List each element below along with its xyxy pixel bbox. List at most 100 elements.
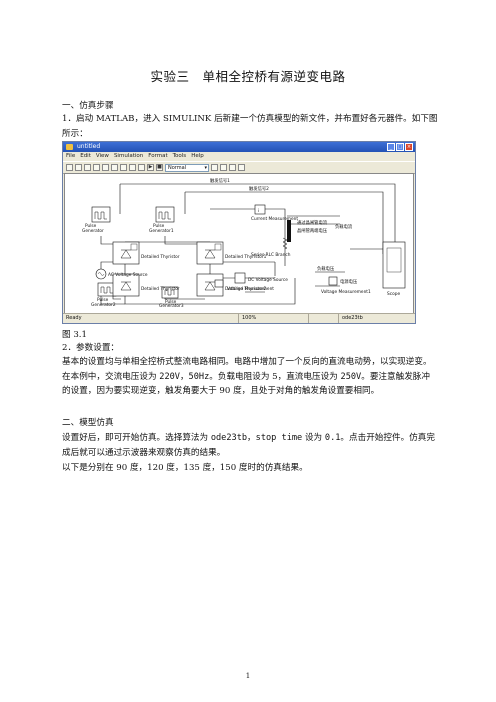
minimize-icon[interactable]: _	[387, 143, 395, 151]
thyristor-tl-block[interactable]: Detailed Thyristor	[112, 241, 180, 265]
para1-ac-value: 220V，50Hz	[159, 371, 210, 382]
simulink-icon	[66, 144, 73, 150]
simulation-paragraph: 设置好后，即可开始仿真。选择算法为 ode23tb，stop time 设为 0…	[62, 431, 438, 460]
pulse0-label-2: Generator	[82, 228, 104, 234]
rlc-label: Series RLC Branch	[251, 252, 291, 258]
thy-bl-label: Detailed Thyristor	[141, 286, 180, 292]
dc-label: DC Voltage Source	[248, 277, 288, 283]
open-icon[interactable]	[75, 164, 82, 171]
pulse3-label-1: Pulse	[165, 299, 177, 305]
status-ready: Ready	[63, 314, 239, 323]
cut-icon[interactable]	[102, 164, 109, 171]
trigger-signal2-label: 触发信号2	[249, 185, 269, 192]
load-voltage-label: 负载电压	[317, 265, 335, 272]
new-icon[interactable]	[66, 164, 73, 171]
menu-help[interactable]: Help	[191, 153, 204, 159]
thyristor-br-block[interactable]: Detailed Thyristor2	[196, 273, 267, 297]
maximize-icon[interactable]: □	[396, 143, 404, 151]
para2-text-a: 设置好后，即可开始仿真。选择算法为	[62, 433, 211, 443]
step1-text: 1．启动 MATLAB，进入 SIMULINK 后新建一个仿真模型的新文件，并布…	[62, 114, 438, 139]
para1-dc-value: 250V	[340, 371, 362, 382]
pulse2-label-2: Generator2	[91, 302, 116, 308]
circuit-diagram: Pulse Generator Pulse Generator1 Pulse G…	[82, 177, 406, 309]
close-icon[interactable]: ×	[405, 143, 413, 151]
scope-block[interactable]: Scope	[382, 241, 406, 297]
section-heading-1: 一、仿真步骤	[62, 101, 114, 111]
paste-icon[interactable]	[120, 164, 127, 171]
step2-heading: 2．参数设置：	[62, 343, 120, 353]
thyristor-tr-block[interactable]: Detailed Thyristor1	[196, 241, 267, 265]
model-canvas[interactable]: Pulse Generator Pulse Generator1 Pulse G…	[64, 173, 414, 314]
copy-icon[interactable]	[111, 164, 118, 171]
section-heading-2: 二、模型仿真	[62, 418, 114, 428]
undo-icon[interactable]	[129, 164, 136, 171]
explorer-icon[interactable]	[229, 164, 236, 171]
para2-solver: ode23tb	[210, 433, 248, 443]
window-title: untitled	[77, 143, 101, 150]
menu-edit[interactable]: Edit	[80, 153, 91, 159]
debug-icon[interactable]	[238, 164, 245, 171]
menu-view[interactable]: View	[95, 153, 109, 159]
thyristor-bl-block[interactable]: Detailed Thyristor	[112, 273, 180, 297]
pulse2-label-1: Pulse	[97, 297, 109, 303]
mux2-label: 负载电流	[335, 223, 353, 230]
menu-simulation[interactable]: Simulation	[113, 153, 144, 159]
ac-voltage-source-block[interactable]: AC Voltage Source	[95, 268, 148, 280]
series-rlc-block[interactable]: Series RLC Branch	[251, 237, 291, 258]
menu-file[interactable]: File	[66, 153, 76, 159]
page-title: 实验三 单相全控桥有源逆变电路	[150, 69, 346, 84]
thy-br-label: Detailed Thyristor2	[225, 286, 267, 292]
current-measurement-icon: i	[258, 208, 259, 214]
para2-text-b: ，	[247, 433, 256, 443]
mux1-label: 通过晶闸管电流	[297, 219, 328, 226]
build-icon[interactable]	[211, 164, 218, 171]
vm-label: Voltage Measurement	[227, 286, 274, 292]
pulse0-label-1: Pulse	[85, 223, 97, 229]
mux-block[interactable]	[287, 220, 291, 242]
dc-voltage-source-block[interactable]: DC Voltage Source	[234, 272, 288, 284]
status-zoom: 100%	[239, 314, 309, 323]
results-paragraph: 以下是分别在 90 度，120 度，135 度，150 度时的仿真结果。	[62, 463, 308, 473]
pulse3-label-2: Generator3	[159, 303, 184, 309]
pulse-generator1-block[interactable]: Pulse Generator1	[149, 206, 175, 234]
print-icon[interactable]	[93, 164, 100, 171]
current-measurement-block[interactable]: i Current Measurement	[251, 204, 298, 222]
stop-icon[interactable]: ■	[156, 164, 163, 171]
redo-icon[interactable]	[138, 164, 145, 171]
status-blank	[309, 314, 339, 323]
mux3-label: 晶闸管两端电压	[297, 227, 328, 234]
start-icon[interactable]: ▶	[147, 164, 154, 171]
thy-tr-label: Detailed Thyristor1	[225, 254, 267, 260]
thy-tl-label: Detailed Thyristor	[141, 254, 180, 260]
sim-mode-select[interactable]: Normal	[165, 163, 209, 172]
window-titlebar: untitled _ □ ×	[63, 142, 415, 152]
vm1-label: Voltage Measurement1	[321, 289, 371, 295]
trigger-signal1-label: 触发信号1	[210, 177, 230, 184]
voltage-measurement1-block[interactable]: Voltage Measurement1	[321, 276, 371, 295]
pulse1-label-2: Generator1	[149, 228, 174, 234]
para2-text-c: 设为	[302, 433, 325, 443]
source-voltage-label: 电源电压	[340, 278, 358, 285]
ac-label: AC Voltage Source	[108, 272, 148, 278]
scope-label: Scope	[387, 291, 400, 297]
para2-stoptime: stop time	[255, 433, 303, 443]
pulse-generator3-block[interactable]: Pulse Generator3	[159, 286, 184, 309]
save-icon[interactable]	[84, 164, 91, 171]
menu-format[interactable]: Format	[148, 153, 168, 159]
status-solver: ode23tb	[342, 315, 363, 321]
para2-stoptime-value: 0.1	[324, 433, 341, 443]
pulse1-label-1: Pulse	[153, 223, 165, 229]
pulse-generator-block[interactable]: Pulse Generator	[82, 206, 111, 234]
menu-tools[interactable]: Tools	[172, 153, 187, 159]
status-bar: Ready 100% ode23tb	[63, 313, 415, 323]
para1-text-c: 。要注意触发脉冲的设置，因为要实现逆变，触发角要大于 90 度，且处于对角的触发…	[62, 371, 430, 397]
figure-caption: 图 3.1	[62, 330, 87, 340]
parameter-paragraph: 基本的设置均与单相全控桥式整流电路相同。电路中增加了一个反向的直流电动势，以实现…	[62, 355, 438, 399]
para1-text-a: 基本的设置均与单相全控桥式整流电路相同。电路中增加了一个反向的直流电动势，以实现…	[62, 357, 432, 382]
voltage-measurement-block[interactable]: Voltage Measurement	[214, 279, 274, 292]
menu-bar: File Edit View Simulation Format Tools H…	[63, 152, 415, 161]
current-label: Current Measurement	[251, 216, 298, 222]
simulink-window: untitled _ □ × File Edit View Simulation…	[62, 141, 416, 324]
pulse-generator2-block[interactable]: Pulse Generator2	[91, 282, 117, 308]
library-icon[interactable]	[220, 164, 227, 171]
